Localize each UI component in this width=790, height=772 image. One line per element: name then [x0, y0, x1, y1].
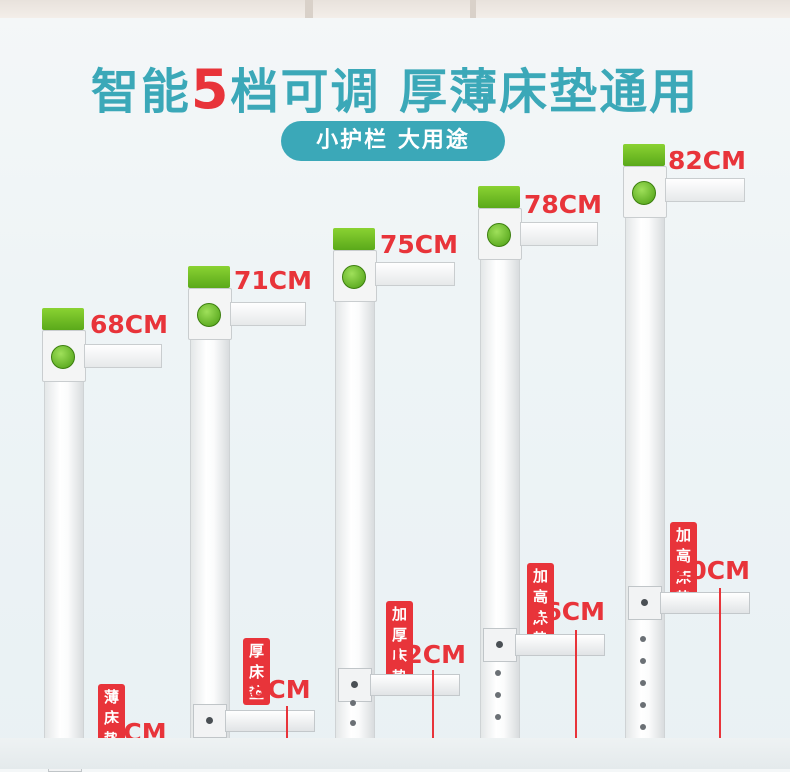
adjust-button-icon	[342, 265, 366, 289]
adjust-button-icon	[197, 303, 221, 327]
measure-line	[719, 588, 721, 769]
bottom-clamp	[483, 628, 517, 662]
bottom-clamp	[338, 668, 372, 702]
rail-tube	[335, 250, 375, 742]
top-arm	[84, 344, 162, 368]
bottom-clamp	[628, 586, 662, 620]
measure-line	[432, 670, 434, 769]
page-title: 智能5档可调 厚薄床垫通用	[0, 52, 790, 122]
title-part1: 智能	[90, 64, 191, 120]
adjust-box	[42, 330, 86, 382]
title-highlight: 5	[190, 58, 231, 121]
height-label: 82CM	[668, 146, 747, 175]
bottom-arm	[370, 674, 460, 696]
mattress-label: 20CM	[672, 556, 751, 585]
measure-line	[286, 706, 288, 769]
rail-tube	[480, 210, 520, 742]
adjust-button-icon	[487, 223, 511, 247]
bottom-clamp	[193, 704, 227, 738]
floor-area	[0, 738, 790, 769]
bottom-arm	[225, 710, 315, 732]
mattress-label: 8CM	[250, 675, 311, 704]
mattress-label: 16CM	[527, 597, 606, 626]
height-label: 71CM	[234, 266, 313, 295]
mattress-tag: 厚床垫	[243, 638, 271, 705]
adjust-button-icon	[51, 345, 75, 369]
rail-tube	[44, 330, 84, 742]
top-arm	[230, 302, 306, 326]
title-part2: 档可调 厚薄床垫通用	[230, 64, 700, 120]
height-cap	[333, 228, 375, 250]
subtitle-pill: 小护栏 大用途	[281, 121, 505, 161]
height-cap	[188, 266, 230, 288]
bottom-arm	[660, 592, 750, 614]
top-background-strip	[0, 0, 790, 18]
height-cap	[478, 186, 520, 208]
adjust-button-icon	[632, 181, 656, 205]
rail-tube	[190, 290, 230, 742]
height-cap	[623, 144, 665, 166]
measure-line	[575, 630, 577, 769]
top-arm	[520, 222, 598, 246]
top-arm	[375, 262, 455, 286]
height-label: 75CM	[380, 230, 459, 259]
height-label: 78CM	[524, 190, 603, 219]
top-arm	[665, 178, 745, 202]
height-cap	[42, 308, 84, 330]
mattress-label: 12CM	[388, 640, 467, 669]
bottom-arm	[515, 634, 605, 656]
rail-tube	[625, 166, 665, 742]
height-label: 68CM	[90, 310, 169, 339]
